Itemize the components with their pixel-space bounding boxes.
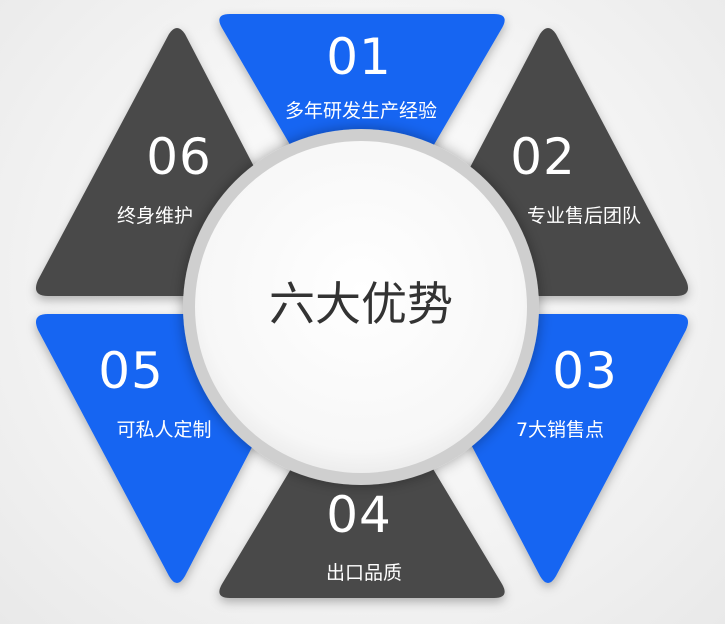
- segment-05-text: 可私人定制: [116, 419, 212, 441]
- segment-01-number: 01: [326, 28, 392, 86]
- segment-04-text: 出口品质: [325, 562, 403, 584]
- segment-03-number: 03: [552, 342, 618, 400]
- center-circle: [195, 141, 527, 473]
- segment-01-text: 多年研发生产经验: [284, 100, 438, 122]
- center-title: 六大优势: [269, 277, 453, 331]
- segment-02-number: 02: [510, 128, 576, 186]
- segment-04-number: 04: [326, 486, 392, 544]
- segment-06-number: 06: [146, 128, 212, 186]
- segment-02-text: 专业售后团队: [526, 205, 642, 227]
- segment-05-number: 05: [98, 342, 164, 400]
- segment-03-text: 7大销售点: [515, 419, 605, 441]
- segment-06-text: 终身维护: [116, 205, 194, 227]
